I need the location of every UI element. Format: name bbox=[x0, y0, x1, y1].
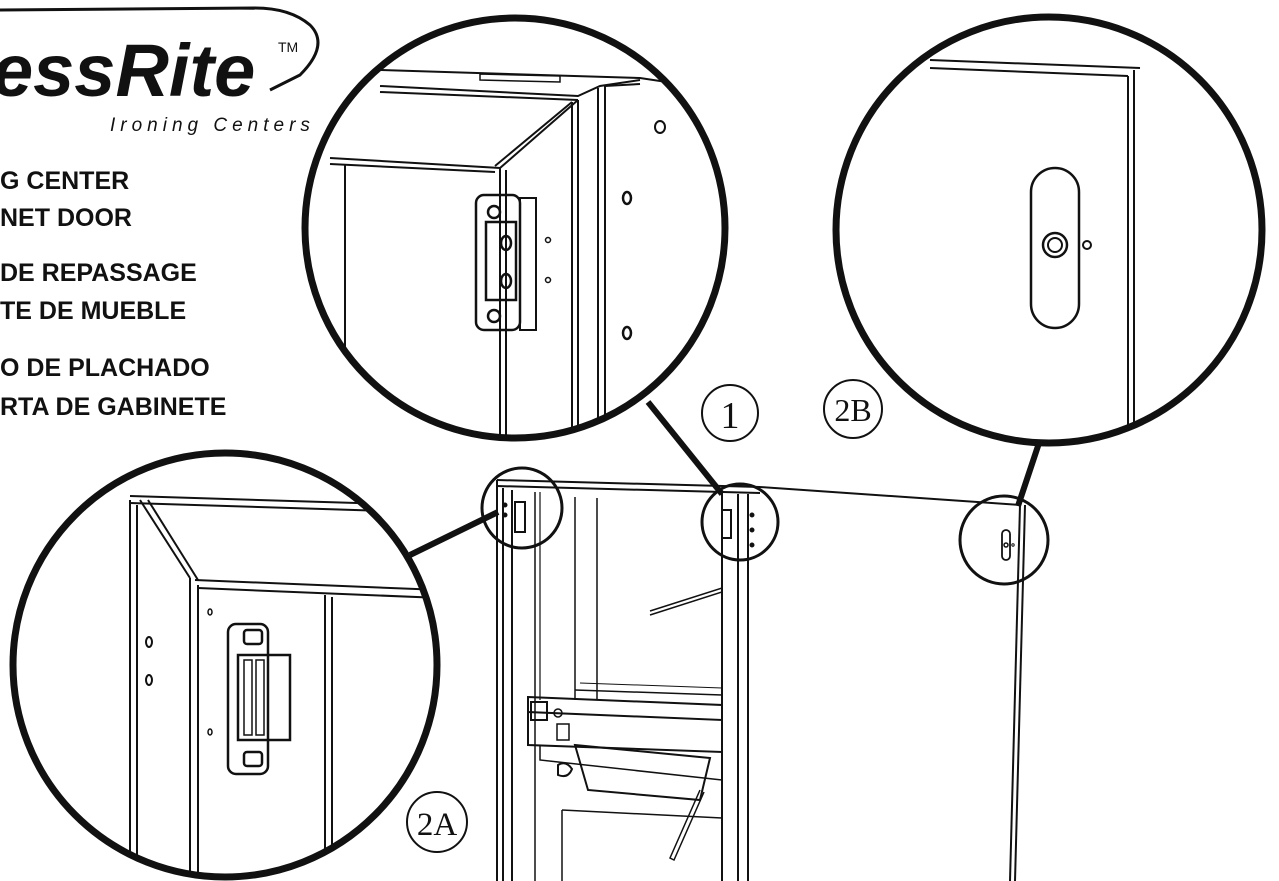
callout-2a: 2A bbox=[406, 791, 468, 853]
logo-wordmark: essRite bbox=[0, 29, 255, 112]
cabinet-main bbox=[496, 479, 761, 881]
door-slot-small bbox=[1001, 529, 1011, 561]
logo-trademark: TM bbox=[278, 39, 298, 55]
pressrite-logo: essRite TM Ironing Centers bbox=[0, 6, 320, 136]
svg-text:2B: 2B bbox=[834, 392, 871, 428]
cabinet-door bbox=[759, 486, 1026, 881]
board-tray bbox=[573, 743, 712, 802]
indicator-light bbox=[553, 708, 563, 718]
connector-1 bbox=[645, 400, 725, 496]
logo-tagline: Ironing Centers bbox=[110, 115, 315, 136]
detail-markers bbox=[480, 466, 1050, 586]
logo-swoosh bbox=[0, 6, 320, 92]
callout-2b: 2B bbox=[823, 379, 883, 439]
title-french-line2: TE DE MUEBLE bbox=[0, 297, 187, 325]
zoom-detail-2a bbox=[9, 449, 441, 881]
marker-2b bbox=[958, 494, 1050, 586]
switch bbox=[556, 723, 570, 741]
outlet bbox=[530, 701, 548, 721]
title-spanish-line2: RTA DE GABINETE bbox=[0, 393, 227, 421]
strike-plate-zoom2a bbox=[226, 622, 270, 776]
support-rod-lower bbox=[669, 789, 705, 862]
title-english-line2: NET DOOR bbox=[0, 204, 132, 232]
marker-1 bbox=[700, 482, 780, 562]
door-slot-zoom bbox=[1029, 166, 1081, 330]
svg-text:2A: 2A bbox=[417, 807, 458, 843]
title-spanish-line1: O DE PLACHADO bbox=[0, 354, 210, 382]
connector-2b bbox=[1015, 439, 1043, 507]
support-rod-upper bbox=[649, 586, 723, 616]
callout-1: 1 bbox=[701, 384, 759, 442]
title-french-line1: DE REPASSAGE bbox=[0, 259, 197, 287]
zoom-detail-2b bbox=[832, 13, 1266, 447]
title-english-line1: G CENTER bbox=[0, 167, 130, 195]
svg-text:1: 1 bbox=[721, 395, 740, 437]
marker-2a bbox=[480, 466, 564, 550]
zoom-detail-1 bbox=[301, 14, 729, 442]
